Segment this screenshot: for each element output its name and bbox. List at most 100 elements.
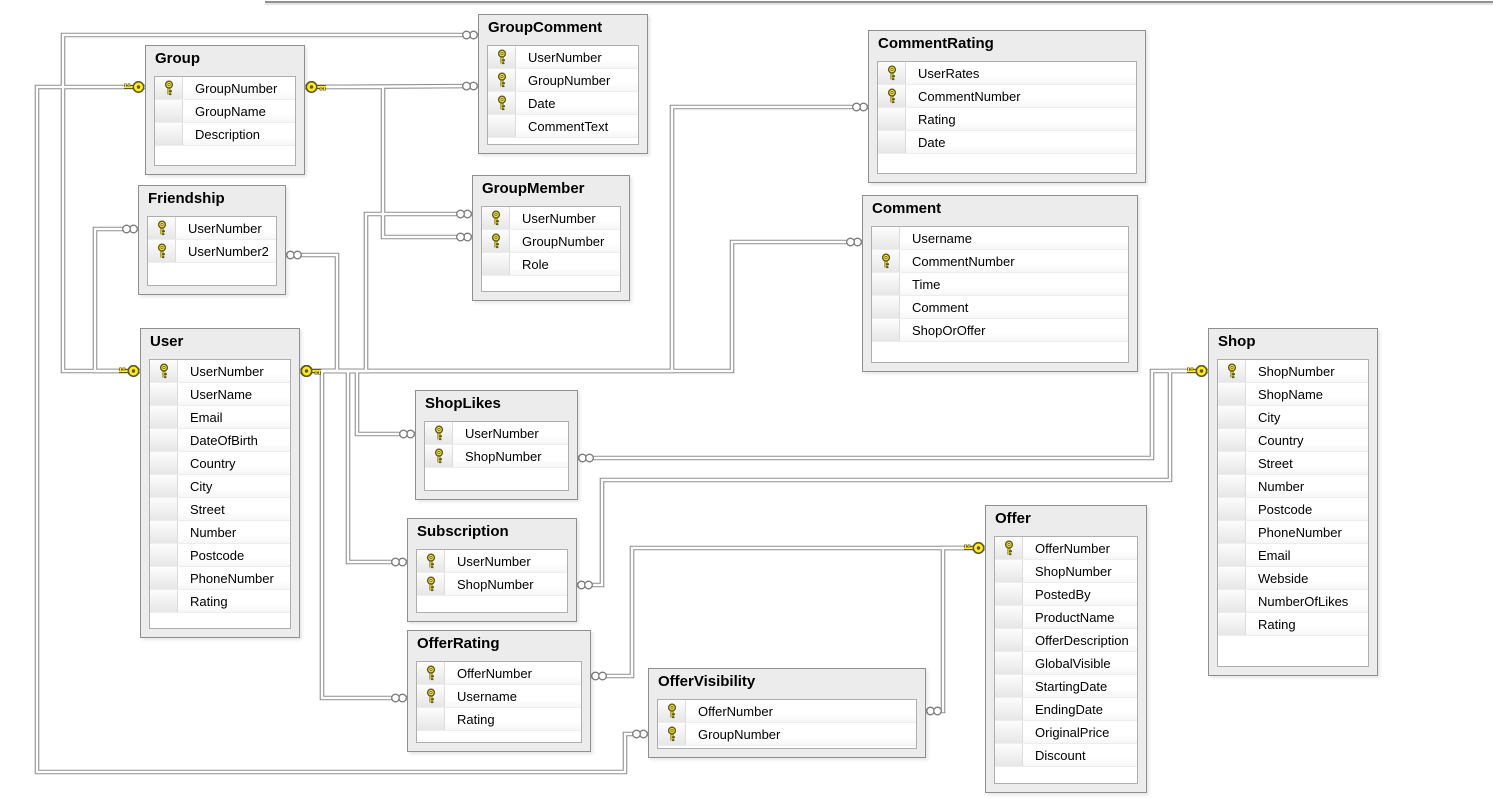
- primary-key-cell: [155, 77, 183, 99]
- column-row-DateOfBirth[interactable]: DateOfBirth: [150, 429, 290, 452]
- column-row-CommentNumber[interactable]: CommentNumber: [872, 250, 1128, 273]
- column-row-Comment[interactable]: Comment: [872, 296, 1128, 319]
- column-row-Username[interactable]: Username: [872, 227, 1128, 250]
- column-row-UserName[interactable]: UserName: [150, 383, 290, 406]
- column-row-PhoneNumber[interactable]: PhoneNumber: [1218, 521, 1368, 544]
- column-row-OfferDescription[interactable]: OfferDescription: [995, 629, 1137, 652]
- column-row-UserRates[interactable]: UserRates: [878, 62, 1136, 85]
- column-row-Postcode[interactable]: Postcode: [1218, 498, 1368, 521]
- column-row-UserNumber[interactable]: UserNumber: [417, 550, 567, 573]
- column-row-GroupNumber[interactable]: GroupNumber: [482, 230, 620, 253]
- relationship-Offer-OfferRating[interactable]: [591, 545, 985, 679]
- column-row-Country[interactable]: Country: [1218, 429, 1368, 452]
- column-row-Number[interactable]: Number: [150, 521, 290, 544]
- column-row-OriginalPrice[interactable]: OriginalPrice: [995, 721, 1137, 744]
- column-name: UserNumber: [188, 220, 262, 236]
- column-row-OfferNumber[interactable]: OfferNumber: [995, 537, 1137, 560]
- column-row-UserNumber[interactable]: UserNumber: [488, 46, 638, 69]
- column-icon-cell: [995, 675, 1023, 697]
- column-row-Postcode[interactable]: Postcode: [150, 544, 290, 567]
- column-row-Country[interactable]: Country: [150, 452, 290, 475]
- column-row-ShopNumber[interactable]: ShopNumber: [417, 573, 567, 596]
- column-row-Webside[interactable]: Webside: [1218, 567, 1368, 590]
- table-title: OfferRating: [417, 635, 500, 652]
- column-row-CommentText[interactable]: CommentText: [488, 115, 638, 138]
- column-row-GroupNumber[interactable]: GroupNumber: [155, 77, 295, 100]
- relationship-Offer-OfferVisibility[interactable]: [926, 545, 985, 714]
- column-icon-cell: [1218, 521, 1246, 543]
- relationship-User-Subscription[interactable]: [300, 368, 407, 565]
- column-row-GroupName[interactable]: GroupName: [155, 100, 295, 123]
- relationship-User-OfferRating[interactable]: [300, 368, 407, 701]
- column-row-UserNumber[interactable]: UserNumber: [148, 217, 276, 240]
- column-row-Email[interactable]: Email: [150, 406, 290, 429]
- one-end-key-icon: [305, 81, 326, 93]
- column-row-OfferNumber[interactable]: OfferNumber: [658, 700, 916, 723]
- column-row-UserNumber[interactable]: UserNumber: [425, 422, 568, 445]
- column-row-City[interactable]: City: [150, 475, 290, 498]
- column-row-GlobalVisible[interactable]: GlobalVisible: [995, 652, 1137, 675]
- column-row-OfferNumber[interactable]: OfferNumber: [417, 662, 581, 685]
- column-name: GlobalVisible: [1035, 655, 1111, 671]
- column-name: Discount: [1035, 747, 1086, 763]
- column-row-UserNumber2[interactable]: UserNumber2: [148, 240, 276, 263]
- column-row-ShopNumber[interactable]: ShopNumber: [995, 560, 1137, 583]
- column-row-UserNumber[interactable]: UserNumber: [482, 207, 620, 230]
- column-row-Username[interactable]: Username: [417, 685, 581, 708]
- column-row-Street[interactable]: Street: [150, 498, 290, 521]
- column-row-Time[interactable]: Time: [872, 273, 1128, 296]
- many-end-infinity-icon: [591, 671, 607, 681]
- column-name: UserRates: [918, 65, 980, 81]
- column-row-PhoneNumber[interactable]: PhoneNumber: [150, 567, 290, 590]
- column-row-Number[interactable]: Number: [1218, 475, 1368, 498]
- relationship-User-Friendship[interactable]: [92, 226, 140, 374]
- column-row-Role[interactable]: Role: [482, 253, 620, 276]
- column-row-ProductName[interactable]: ProductName: [995, 606, 1137, 629]
- relationship-Shop-ShopLikes[interactable]: [578, 368, 1208, 461]
- column-row-Rating[interactable]: Rating: [417, 708, 581, 731]
- column-row-GroupNumber[interactable]: GroupNumber: [488, 69, 638, 92]
- column-row-Rating[interactable]: Rating: [1218, 613, 1368, 636]
- column-row-ShopNumber[interactable]: ShopNumber: [425, 445, 568, 468]
- column-row-StartingDate[interactable]: StartingDate: [995, 675, 1137, 698]
- column-icon-cell: [1218, 613, 1246, 635]
- column-icon-cell: [1218, 567, 1246, 589]
- many-end-infinity-icon: [391, 693, 407, 703]
- column-row-Description[interactable]: Description: [155, 123, 295, 146]
- column-row-ShopName[interactable]: ShopName: [1218, 383, 1368, 406]
- column-row-UserNumber[interactable]: UserNumber: [150, 360, 290, 383]
- column-row-ShopNumber[interactable]: ShopNumber: [1218, 360, 1368, 383]
- column-name: StartingDate: [1035, 678, 1108, 694]
- column-row-Street[interactable]: Street: [1218, 452, 1368, 475]
- column-row-EndingDate[interactable]: EndingDate: [995, 698, 1137, 721]
- column-row-Rating[interactable]: Rating: [150, 590, 290, 613]
- column-row-CommentNumber[interactable]: CommentNumber: [878, 85, 1136, 108]
- column-icon-cell: [150, 498, 178, 520]
- column-row-Date[interactable]: Date: [878, 131, 1136, 154]
- column-row-ShopOrOffer[interactable]: ShopOrOffer: [872, 319, 1128, 342]
- column-row-Date[interactable]: Date: [488, 92, 638, 115]
- column-row-NumberOfLikes[interactable]: NumberOfLikes: [1218, 590, 1368, 613]
- primary-key-cell: [482, 230, 510, 252]
- column-row-PostedBy[interactable]: PostedBy: [995, 583, 1137, 606]
- column-row-Email[interactable]: Email: [1218, 544, 1368, 567]
- column-row-Discount[interactable]: Discount: [995, 744, 1137, 767]
- column-row-Rating[interactable]: Rating: [878, 108, 1136, 131]
- column-row-City[interactable]: City: [1218, 406, 1368, 429]
- column-row-GroupNumber[interactable]: GroupNumber: [658, 723, 916, 746]
